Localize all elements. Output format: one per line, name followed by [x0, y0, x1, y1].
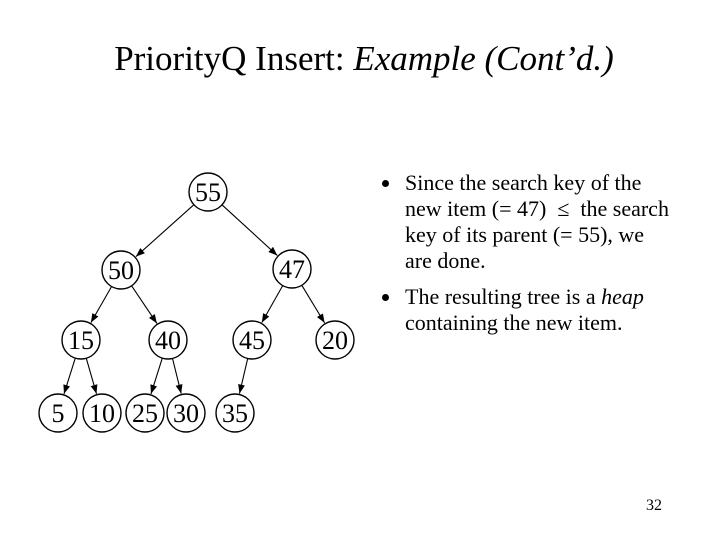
tree-node-25: 25	[125, 393, 165, 433]
node-label: 50	[108, 256, 134, 285]
node-circle	[61, 320, 101, 360]
node-circle	[148, 320, 188, 360]
tree-node-15: 15	[61, 320, 101, 360]
tree-node-20: 20	[315, 320, 355, 360]
tree-edge-55-50	[135, 204, 195, 258]
tree-node-30: 30	[166, 393, 206, 433]
node-label: 25	[132, 399, 158, 428]
tree-edge-50-40	[131, 285, 158, 324]
bullet-text-line: containing the new item.	[405, 310, 623, 335]
node-label: 45	[239, 326, 265, 355]
tree-node-47: 47	[272, 249, 312, 289]
node-circle	[166, 393, 206, 433]
tree-node-40: 40	[148, 320, 188, 360]
bullet-text-line: The resulting tree is a heap	[405, 284, 644, 309]
tree-edge-15-5	[63, 357, 76, 395]
node-circle	[101, 250, 141, 290]
tree-edge-15-10	[85, 358, 98, 394]
node-label: 35	[222, 399, 248, 428]
tree-node-50: 50	[101, 250, 141, 290]
node-circle	[232, 320, 272, 360]
node-label: 55	[195, 178, 221, 207]
bullet-dot-icon	[382, 180, 389, 187]
node-circle	[82, 393, 122, 433]
tree-edge-47-45	[261, 285, 284, 323]
node-label: 20	[322, 326, 348, 355]
page-title: PriorityQ Insert: Example (Cont’d.)	[0, 38, 728, 80]
node-circle	[38, 393, 78, 433]
node-circle	[272, 249, 312, 289]
node-label: 15	[68, 326, 94, 355]
node-label: 40	[155, 326, 181, 355]
node-circle	[315, 320, 355, 360]
tree-edge-45-35	[238, 358, 249, 394]
node-label: 47	[279, 255, 305, 284]
page-number: 32	[646, 497, 662, 514]
node-circle	[188, 172, 228, 212]
tree-node-55: 55	[188, 172, 228, 212]
node-circle	[215, 393, 255, 433]
tree-node-10: 10	[82, 393, 122, 433]
tree-edge-40-25	[150, 357, 163, 395]
bullet-text-line: are done.	[405, 248, 486, 273]
tree-node-5: 5	[38, 393, 78, 433]
tree-edge-47-20	[301, 285, 326, 324]
node-label: 10	[89, 399, 115, 428]
tree-nodes: 55 50 47 15 40 45 20 5 10 25 30 35	[38, 172, 355, 433]
tree-node-45: 45	[232, 320, 272, 360]
bullet-text-line: key of its parent (= 55), we	[405, 222, 645, 247]
node-label: 30	[173, 399, 199, 428]
node-circle	[125, 393, 165, 433]
bullet-text-line: Since the search key of the	[405, 170, 642, 195]
tree-edge-55-47	[221, 204, 278, 256]
tree-edge-40-30	[171, 358, 183, 394]
bullet-text-line: new item (= 47) ≤ the search	[405, 196, 669, 221]
tree-edges	[63, 204, 326, 395]
node-label: 5	[52, 399, 65, 428]
tree-node-35: 35	[215, 393, 255, 433]
title-regular-text: PriorityQ Insert:	[114, 39, 354, 78]
tree-edge-50-15	[90, 286, 113, 323]
title-italic-text: Example (Cont’d.)	[353, 39, 614, 78]
bullet-dot-icon	[382, 294, 389, 301]
